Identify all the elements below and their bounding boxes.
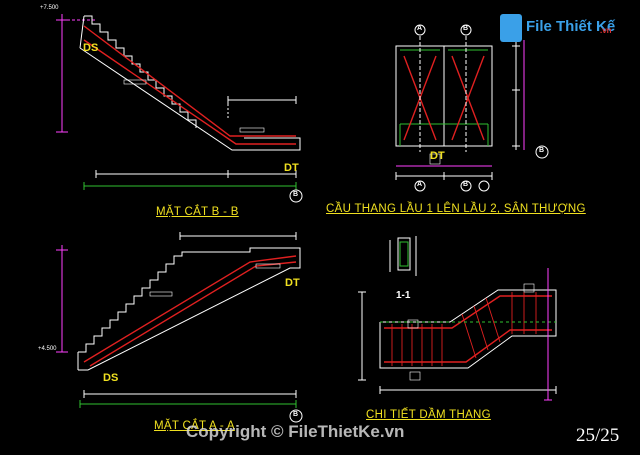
section-aa-start-label: DS (103, 372, 119, 384)
section-bb-drawing (56, 14, 303, 203)
plan-axis-b-top: B (463, 25, 469, 32)
detail-title: CHI TIẾT DẦM THANG (366, 409, 491, 421)
logo-name: File Thiết Kế (526, 18, 616, 35)
section-bb-start-label: DS (83, 42, 99, 54)
plan-axis-grid: B (539, 147, 545, 154)
logo-domain: .vn (600, 26, 612, 35)
section-bb-title: MẶT CẮT B - B (156, 206, 239, 218)
stair-plan-drawing (395, 24, 549, 192)
page-number: 25/25 (576, 425, 620, 446)
section-aa-elevation: +4.500 (38, 346, 57, 352)
detail-section-label: 1-1 (396, 290, 411, 301)
section-aa-title: MẶT CẮT A - A (154, 420, 235, 432)
file-icon (500, 14, 522, 42)
plan-axis-a-bottom: A (417, 181, 423, 188)
plan-axis-b-bottom: B (463, 181, 469, 188)
plan-axis-a-top: A (417, 25, 423, 32)
section-aa-drawing (56, 232, 303, 423)
plan-label: DT (430, 150, 445, 162)
section-bb-axis: B (293, 191, 299, 198)
section-aa-axis: B (293, 411, 299, 418)
section-bb-elevation: +7.500 (40, 5, 59, 11)
section-aa-end-label: DT (285, 277, 300, 289)
plan-title: CẦU THANG LẦU 1 LÊN LẦU 2, SÂN THƯỢNG (326, 203, 586, 215)
section-bb-end-label: DT (284, 162, 299, 174)
copyright-watermark: Copyright © FileThietKe.vn (186, 422, 405, 441)
beam-detail-drawing (358, 236, 557, 401)
